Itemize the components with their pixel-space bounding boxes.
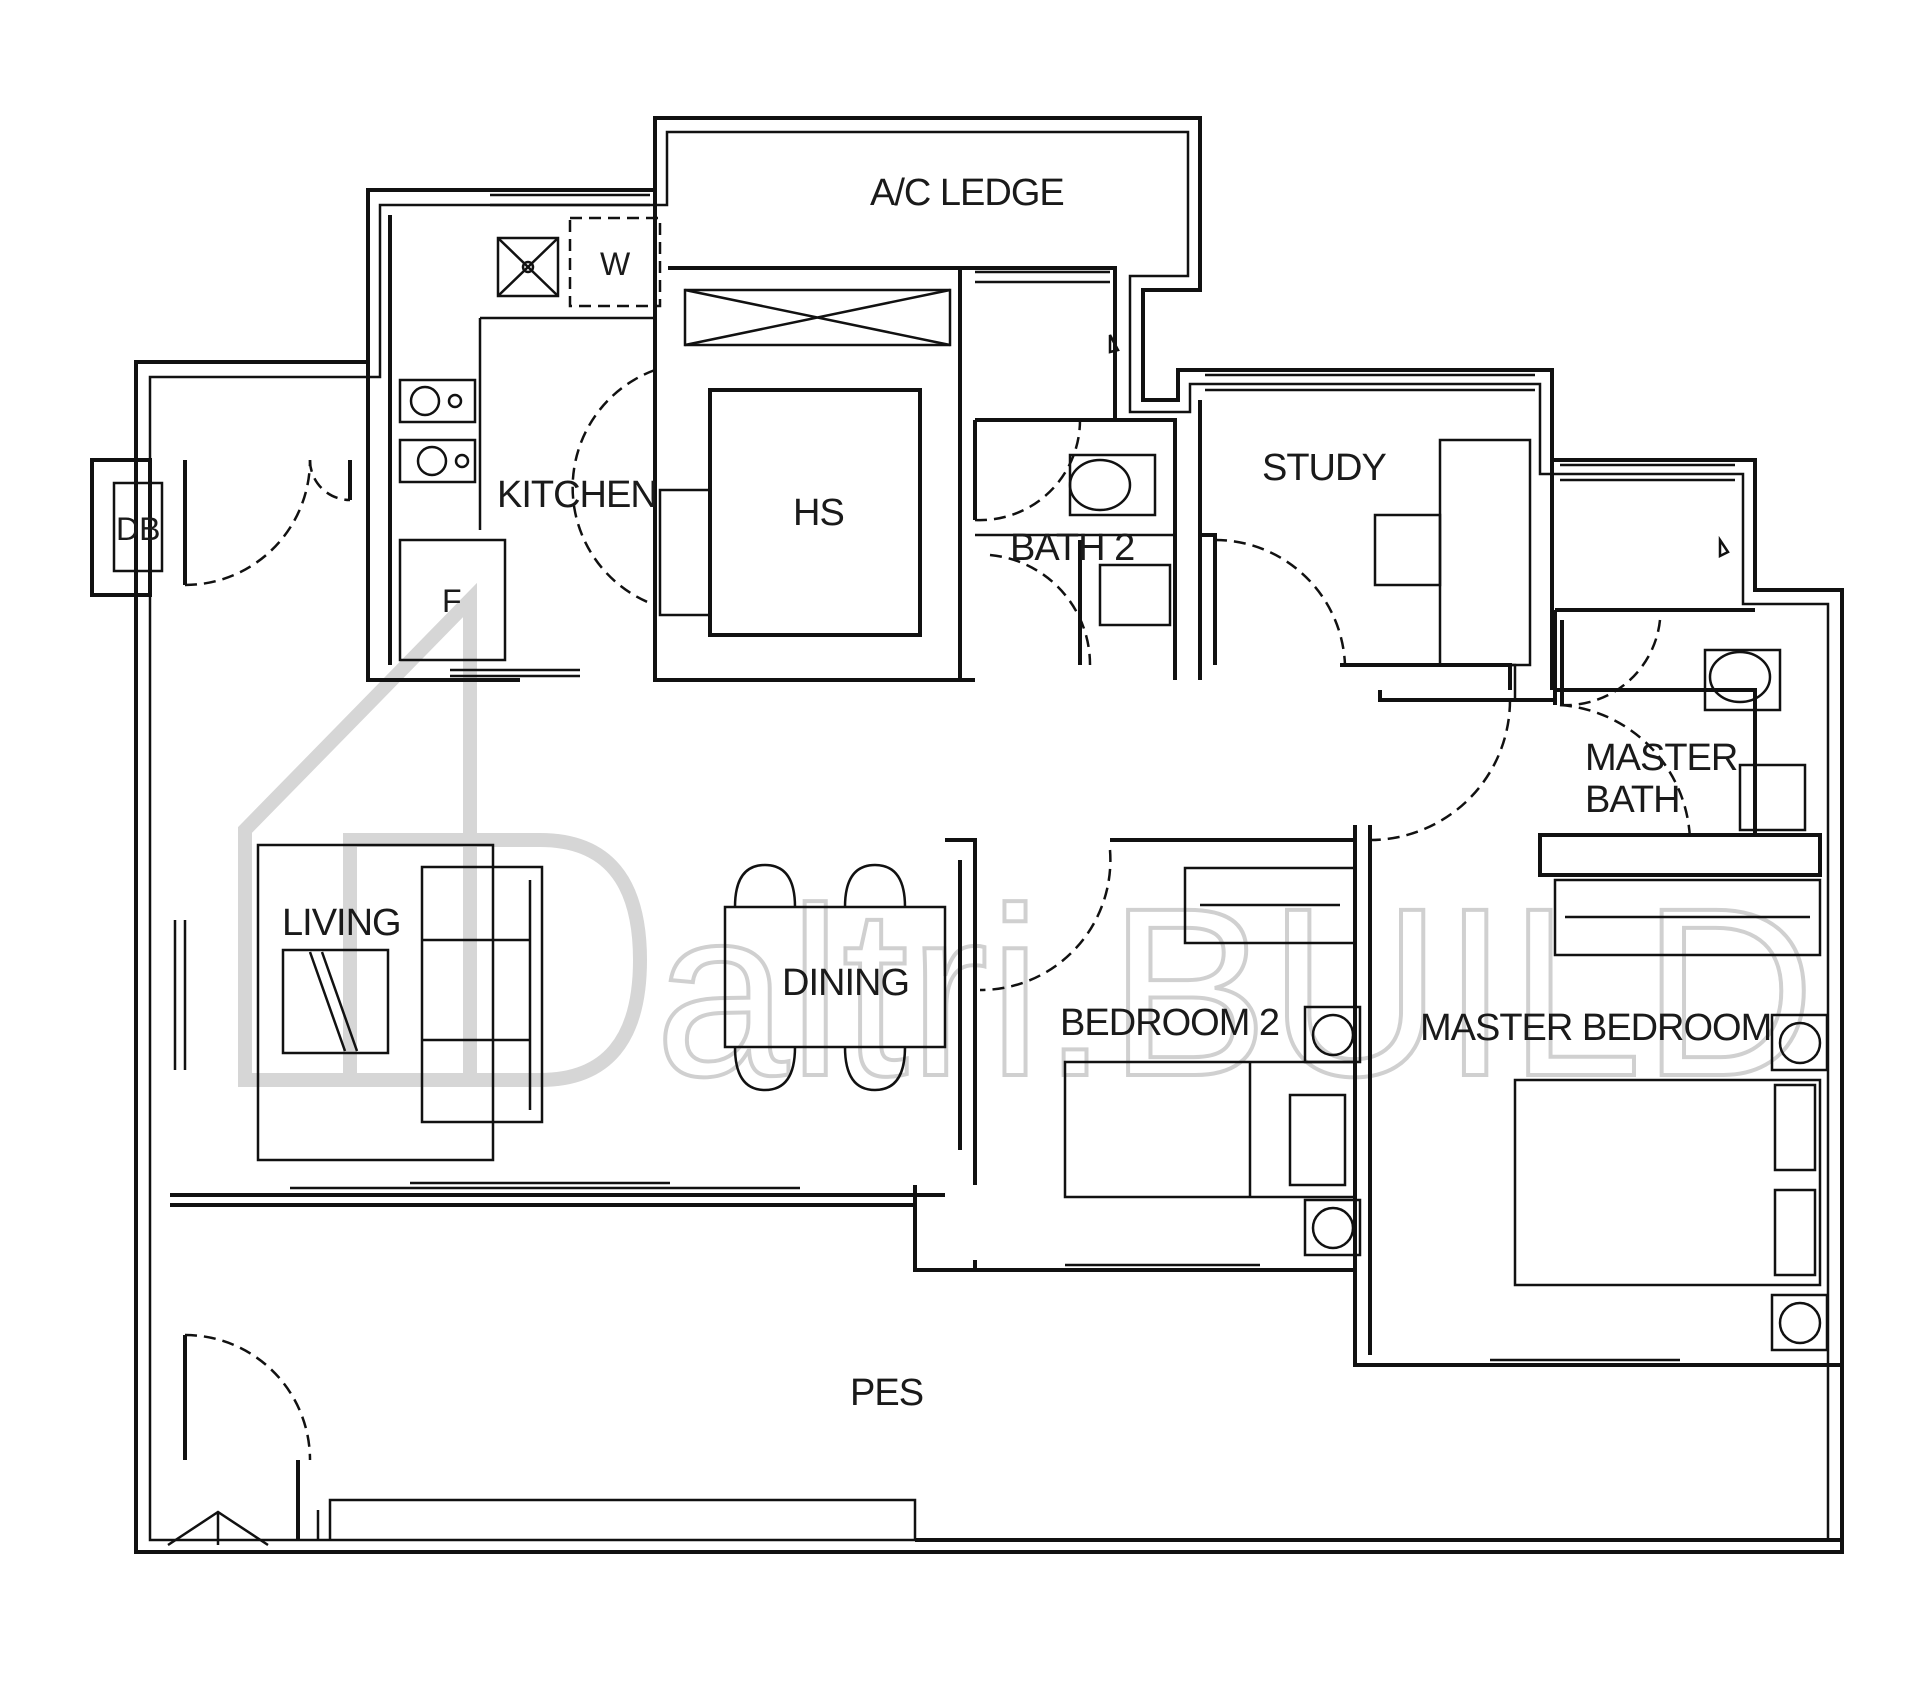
master-bedroom-label: MASTER BEDROOM	[1420, 1007, 1771, 1049]
study-fixtures	[1345, 438, 1532, 700]
watermark-logo-d	[470, 833, 648, 1087]
rug	[256, 843, 495, 1162]
master-wardrobe	[1553, 878, 1822, 957]
wardrobe	[1183, 866, 1357, 945]
master-lamp	[1770, 1013, 1829, 1072]
interior-walls	[170, 190, 1842, 1542]
doors	[167, 368, 1692, 1547]
master-basin-icon	[1738, 763, 1807, 832]
living-furniture	[256, 843, 947, 1162]
sink-icon	[496, 236, 560, 298]
washer-box	[568, 216, 662, 308]
sofa	[420, 865, 544, 1124]
master-bedroom-furniture	[1513, 878, 1829, 1352]
hs-fixtures	[658, 288, 952, 637]
bath2-fixtures	[975, 334, 1175, 627]
watermark-text: altri.BUILD	[655, 858, 1815, 1126]
study-chair	[1373, 513, 1442, 587]
master-toilet-icon	[1703, 648, 1782, 712]
pes-label: PES	[850, 1372, 923, 1414]
study-desk	[1438, 438, 1532, 667]
bedroom2-furniture	[1063, 866, 1362, 1257]
study-label: STUDY	[1262, 447, 1386, 489]
watermark-logo-mark	[238, 582, 477, 1087]
living-label: LIVING	[282, 902, 401, 944]
windows	[173, 193, 1735, 1362]
db-label: DB	[116, 511, 160, 547]
bath2-label: BATH 2	[1010, 527, 1134, 569]
master-bath-label-line1: MASTER	[1585, 737, 1737, 779]
double-bed	[1513, 1078, 1822, 1287]
db-cabinet	[90, 458, 152, 597]
basin-icon	[1098, 563, 1172, 627]
single-bed	[1063, 1060, 1357, 1199]
coffee-table	[281, 948, 390, 1055]
master-bath-fixtures	[1703, 535, 1807, 832]
bedroom2-label: BEDROOM 2	[1060, 1002, 1279, 1044]
room-labels: A/C LEDGE KITCHEN HS BATH 2 STUDY MASTER…	[116, 172, 1772, 1414]
kitchen-label: KITCHEN	[497, 474, 657, 516]
bedside-lamp	[1303, 1005, 1362, 1064]
ac-ledge-label: A/C LEDGE	[870, 172, 1064, 214]
dining-label: DINING	[782, 962, 909, 1004]
dining-table	[723, 905, 947, 1049]
washer-label: W	[600, 246, 631, 282]
fridge-box	[398, 538, 507, 662]
kitchen-fixtures: W F	[398, 216, 662, 662]
fridge-label: F	[442, 583, 462, 619]
hob-icon	[398, 378, 477, 424]
master-bath-label-line2: BATH	[1585, 779, 1680, 821]
outer-walls	[90, 116, 1844, 1554]
hs-label: HS	[793, 492, 844, 534]
watermark: altri.BUILD	[238, 582, 1817, 1128]
